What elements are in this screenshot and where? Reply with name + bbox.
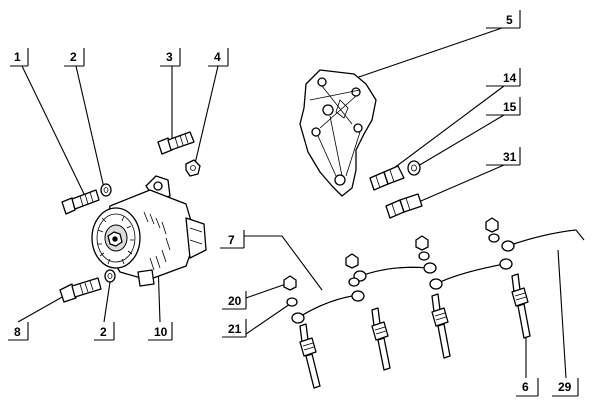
mounting-bracket	[299, 69, 377, 197]
callout-labels: 1 2 3 4 5 14 15 31 7 20 21 8 2 10 6 29	[14, 13, 572, 394]
callout-2-top: 2	[70, 50, 77, 64]
callout-4: 4	[214, 50, 221, 64]
sensor-14	[369, 165, 405, 191]
callout-6: 6	[522, 380, 529, 394]
alternator	[91, 175, 207, 287]
callout-29: 29	[558, 380, 572, 394]
callout-10: 10	[154, 325, 168, 339]
glow-plug-2	[371, 307, 391, 371]
sensor-31	[385, 193, 423, 219]
washer-2-top	[100, 183, 112, 197]
washer-15	[407, 160, 421, 176]
callout-5: 5	[506, 13, 513, 27]
callout-21: 21	[228, 322, 242, 336]
washer-2-bottom	[104, 269, 116, 283]
glow-plug-3	[431, 293, 451, 359]
glow-plug-1	[299, 323, 321, 389]
wiring-harness	[291, 229, 585, 324]
callout-14: 14	[503, 71, 517, 85]
callout-31: 31	[503, 150, 517, 164]
callout-7: 7	[228, 233, 235, 247]
bolt-1	[61, 189, 100, 215]
glow-plug-4	[511, 273, 531, 339]
callout-15: 15	[503, 100, 517, 114]
callout-20: 20	[228, 294, 242, 308]
callout-8: 8	[14, 325, 21, 339]
bolt-3	[157, 131, 195, 155]
callout-3: 3	[166, 50, 173, 64]
callout-2-bottom: 2	[100, 325, 107, 339]
callout-1: 1	[14, 50, 21, 64]
bolt-8	[59, 277, 102, 303]
nut-4	[185, 159, 201, 177]
terminal-nuts	[283, 217, 500, 307]
leader-lines	[8, 10, 579, 397]
